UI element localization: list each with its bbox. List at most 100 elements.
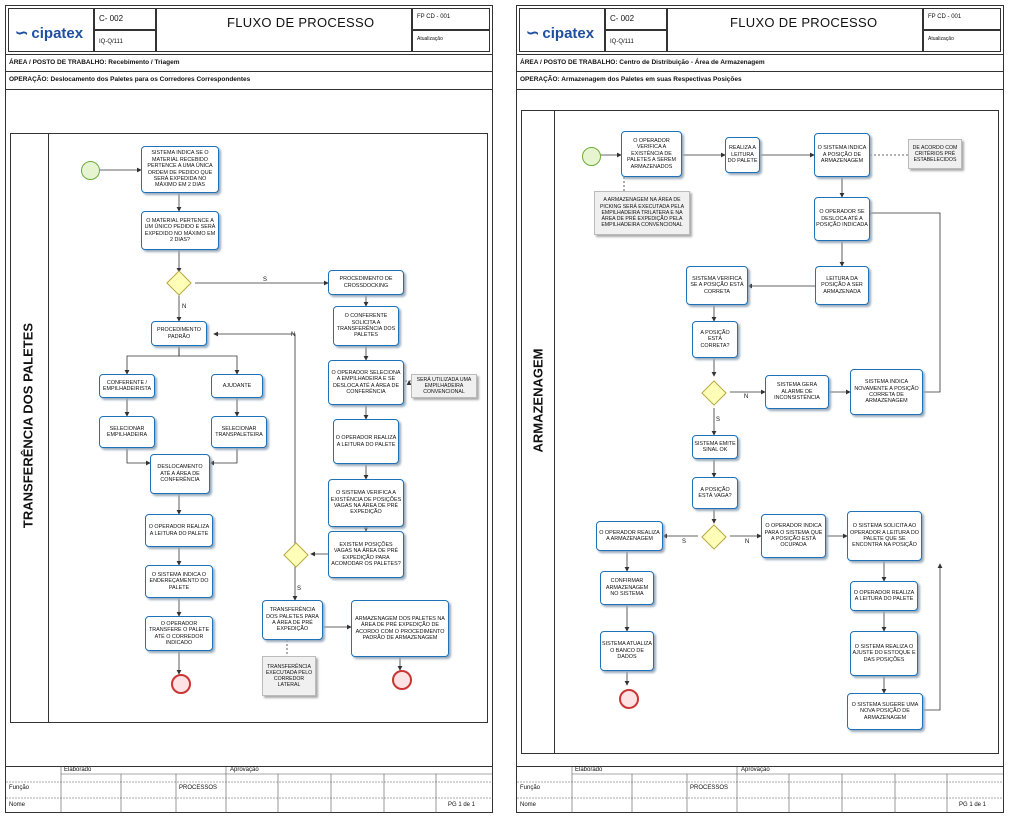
logo-cell: ∽cipatex: [8, 8, 94, 52]
task-node: O OPERADOR SE DESLOCA ATÉ A POSIÇÃO INDI…: [814, 197, 870, 241]
annotation-note: TRANSFERÊNCIA EXECUTADA PELO CORREDOR LA…: [262, 656, 316, 696]
nome-label: Nome: [520, 802, 537, 808]
page-number: PG 1 de 1: [959, 802, 987, 808]
task-node: O OPERADOR SELECIONA A EMPILHADEIRA E SE…: [328, 360, 404, 405]
edge-label: N: [745, 539, 750, 545]
cipatex-logo: ∽cipatex: [15, 23, 83, 43]
edge-label: N: [182, 304, 187, 310]
doc-code: C- 002: [99, 14, 124, 23]
doc-ref: IQ-Q/111: [610, 39, 634, 45]
task-node: A POSIÇÃO ESTÁ VAGA?: [692, 477, 738, 509]
update-cell: Atualização: [923, 30, 1001, 52]
start-event: [81, 161, 100, 180]
task-node: O OPERADOR REALIZA A ARMAZENAGEM: [596, 521, 663, 551]
task-node: SISTEMA EMITE SINAL OK: [692, 435, 738, 459]
nome-label: Nome: [9, 802, 26, 808]
elaborado-label: Elaborado: [575, 767, 603, 773]
end-event: [619, 689, 639, 709]
update-label: Atualização: [928, 36, 954, 42]
form-code: FP CD - 001: [928, 14, 962, 20]
operation-text: OPERAÇÃO: Armazenagem dos Paletes em sua…: [520, 76, 742, 83]
edge-label: S: [682, 539, 687, 545]
task-node: O OPERADOR INDICA PARA O SISTEMA QUE A P…: [761, 514, 826, 558]
area-row: ÁREA / POSTO DE TRABALHO: Recebimento / …: [6, 54, 492, 72]
task-node: O OPERADOR VERIFICA A EXISTÊNCIA DE PALE…: [621, 131, 682, 177]
task-node: AJUDANTE: [211, 374, 263, 398]
end-event: [171, 674, 191, 694]
doc-ref: IQ-Q/111: [99, 39, 123, 45]
title-cell: FLUXO DE PROCESSO: [156, 8, 412, 52]
task-node: CONFERENTE / EMPILHADEIRISTA: [99, 374, 155, 398]
page-title: FLUXO DE PROCESSO: [730, 15, 878, 30]
elaborado-label: Elaborado: [64, 767, 92, 773]
task-node: LEITURA DA POSIÇÃO A SER ARMAZENADA: [815, 266, 869, 305]
operation-text: OPERAÇÃO: Deslocamento dos Paletes para …: [9, 76, 251, 83]
operation-row: OPERAÇÃO: Deslocamento dos Paletes para …: [6, 72, 492, 90]
edge-label: S: [297, 586, 302, 592]
edge-label: S: [716, 417, 721, 423]
annotation-note: A ARMAZENAGEM NA ÁREA DE PICKING SERÁ EX…: [594, 191, 690, 235]
process-flow-page-1: ∽cipatex C- 002 IQ-Q/111 FLUXO DE PROCES…: [5, 5, 493, 813]
footer-grid: [6, 767, 492, 813]
cipatex-logo: ∽cipatex: [526, 23, 594, 43]
end-event: [392, 670, 412, 690]
task-node: O OPERADOR REALIZA A LEITURA DO PALETE: [333, 419, 399, 464]
footer-grid: [517, 767, 1003, 813]
task-node: SISTEMA ATUALIZA O BANCO DE DADOS: [600, 631, 654, 671]
processos-label: PROCESSOS: [179, 785, 218, 791]
form-code-cell: FP CD - 001: [923, 8, 1001, 30]
page-number: PG 1 de 1: [448, 802, 476, 808]
task-node: SISTEMA INDICA NOVAMENTE A POSIÇÃO CORRE…: [850, 369, 923, 415]
task-node: ARMAZENAGEM DOS PALETES NA ÁREA DE PRÉ E…: [351, 600, 449, 657]
form-code: FP CD - 001: [417, 14, 451, 20]
code-cell: C- 002: [605, 8, 667, 30]
ref-cell: IQ-Q/111: [94, 30, 156, 52]
annotation-note: DE ACORDO COM CRITÉRIOS PRÉ ESTABELECIDO…: [908, 139, 962, 169]
doc-code: C- 002: [610, 14, 635, 23]
title-cell: FLUXO DE PROCESSO: [667, 8, 923, 52]
logo-text: cipatex: [31, 25, 84, 42]
form-code-cell: FP CD - 001: [412, 8, 490, 30]
task-node: SISTEMA VERIFICA SE A POSIÇÃO ESTÁ CORRE…: [686, 266, 748, 305]
task-node: O SISTEMA INDICA A POSIÇÃO DE ARMAZENAGE…: [814, 133, 870, 177]
task-node: PROCEDIMENTO DE CROSSDOCKING: [328, 270, 404, 295]
task-node: EXISTEM POSIÇÕES VAGAS NA ÁREA DE PRÉ EX…: [328, 531, 404, 578]
ref-cell: IQ-Q/111: [605, 30, 667, 52]
task-node: O SISTEMA INDICA O ENDEREÇAMENTO DO PALE…: [145, 565, 213, 598]
logo-text: cipatex: [542, 25, 595, 42]
swimlane-header: TRANSFERÊNCIA DOS PALETES: [11, 134, 49, 722]
logo-cell: ∽cipatex: [519, 8, 605, 52]
task-node: TRANSFERÊNCIA DOS PALETES PARA A ÁREA DE…: [262, 600, 323, 640]
cipatex-logo-icon: ∽: [15, 25, 29, 42]
flow-connectors: [98, 167, 412, 675]
task-node: O SISTEMA REALIZA O AJUSTE DO ESTOQUE E …: [850, 631, 918, 676]
task-node: SISTEMA INDICA SE O MATERIAL RECEBIDO PE…: [141, 146, 219, 193]
task-node: REALIZA A LEITURA DO PALETE: [725, 137, 760, 173]
edge-label: S: [263, 277, 268, 283]
task-node: O OPERADOR TRANSFERE O PALETE ATÉ O CORR…: [145, 616, 213, 651]
page-title: FLUXO DE PROCESSO: [227, 15, 375, 30]
diagram-frame: TRANSFERÊNCIA DOS PALETES: [10, 133, 488, 723]
task-node: O MATERIAL PERTENCE A UM ÚNICO PEDIDO E …: [141, 211, 219, 250]
update-cell: Atualização: [412, 30, 490, 52]
task-node: A POSIÇÃO ESTÁ CORRETA?: [692, 321, 738, 358]
task-node: O OPERADOR REALIZA A LEITURA DO PALETE: [850, 581, 918, 611]
cipatex-logo-icon: ∽: [526, 25, 540, 42]
task-node: O SISTEMA SOLICITA AO OPERADOR A LEITURA…: [847, 511, 922, 561]
area-text: ÁREA / POSTO DE TRABALHO: Centro de Dist…: [520, 59, 765, 66]
task-node: O SISTEMA VERIFICA A EXISTÊNCIA DE POSIÇ…: [328, 479, 404, 527]
swimlane-header: ARMAZENAGEM: [522, 111, 555, 753]
area-row: ÁREA / POSTO DE TRABALHO: Centro de Dist…: [517, 54, 1003, 72]
aprovacao-label: Aprovação: [741, 767, 770, 773]
task-node: SISTEMA GERA ALARME DE INCONSISTÊNCIA: [765, 375, 829, 409]
process-flow-page-2: ∽cipatex C- 002 IQ-Q/111 FLUXO DE PROCES…: [516, 5, 1004, 813]
aprovacao-label: Aprovação: [230, 767, 259, 773]
processos-label: PROCESSOS: [690, 785, 729, 791]
area-text: ÁREA / POSTO DE TRABALHO: Recebimento / …: [9, 59, 180, 66]
task-node: O OPERADOR REALIZA A LEITURA DO PALETE: [145, 514, 213, 547]
task-node: O SISTEMA SUGERE UMA NOVA POSIÇÃO DE ARM…: [847, 693, 923, 730]
task-node: PROCEDIMENTO PADRÃO: [151, 321, 207, 346]
funcao-label: Função: [9, 785, 30, 791]
task-node: O CONFERENTE SOLICITA A TRANSFERÊNCIA DO…: [333, 306, 399, 346]
signature-footer: Elaborado Aprovação Função PROCESSOS Nom…: [517, 766, 1003, 813]
